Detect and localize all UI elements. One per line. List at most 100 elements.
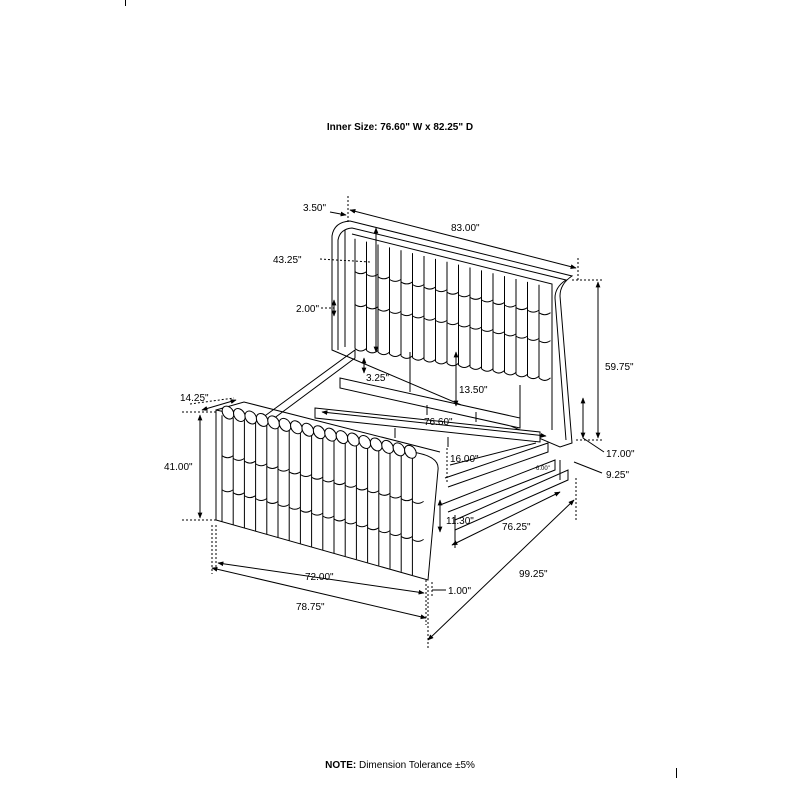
headboard-channel-bottom xyxy=(389,353,402,357)
headboard-seam xyxy=(492,302,505,305)
headboard-channel-bottom xyxy=(492,370,505,374)
footboard-seam xyxy=(400,498,413,502)
headboard-seam xyxy=(481,299,494,303)
dim-headboard-lower-gap: 2.00" xyxy=(296,304,319,315)
headboard-seam xyxy=(412,284,425,287)
dim-small-gap: 6.00" xyxy=(536,466,550,472)
footboard-cushion-top xyxy=(392,442,406,457)
footboard-seam xyxy=(344,521,357,525)
crop-mark-top xyxy=(125,0,126,6)
headboard-seam xyxy=(504,304,517,308)
headboard-seam xyxy=(389,278,402,282)
footboard-seam xyxy=(221,489,234,493)
dim-footboard-width: 78.75" xyxy=(296,602,325,613)
headboard-seam xyxy=(400,281,413,285)
headboard-seam xyxy=(469,296,482,300)
headboard-seam xyxy=(423,286,436,290)
dim-clearance-17: 17.00" xyxy=(606,449,635,460)
footboard-cushion-top xyxy=(278,417,292,432)
dim-headboard-depth: 3.50" xyxy=(303,203,326,214)
headboard-seam xyxy=(435,319,448,323)
footboard-cushion-top xyxy=(301,422,315,437)
footboard-cushion-top xyxy=(290,420,303,435)
crop-mark-bottom xyxy=(676,768,677,778)
footboard-seam xyxy=(244,460,256,464)
headboard-seam xyxy=(389,310,402,314)
headboard-seam xyxy=(446,322,459,326)
footboard-seam xyxy=(333,482,346,486)
footboard-seam xyxy=(288,506,301,510)
headboard-channel-bottom xyxy=(354,348,367,352)
footboard-cushion-top xyxy=(381,439,394,454)
footboard-seam xyxy=(322,515,335,519)
footboard-cushion-top xyxy=(267,415,280,430)
headboard-seam xyxy=(423,317,436,321)
dim-center-support: 16.00" xyxy=(450,454,479,465)
headboard-channel-bottom xyxy=(538,377,551,381)
headboard-channel-bottom xyxy=(458,364,471,369)
dim-clearance-9: 9.25" xyxy=(606,470,629,481)
footboard-seam xyxy=(389,533,402,537)
headboard-channel-bottom xyxy=(412,357,425,361)
headboard-seam xyxy=(469,326,482,330)
footboard-seam xyxy=(221,455,234,459)
dim-overall-width: 83.00" xyxy=(451,223,480,234)
dimension-lines xyxy=(182,196,605,648)
footboard-seam xyxy=(322,479,335,483)
footboard-seam xyxy=(311,476,324,480)
dim-footboard-height: 41.00" xyxy=(164,462,193,473)
headboard-seam xyxy=(515,307,528,311)
footboard-seam xyxy=(378,492,391,496)
footboard-seam xyxy=(412,500,424,504)
headboard-seam xyxy=(538,340,551,344)
footboard-seam xyxy=(367,490,380,494)
dim-footboard-inner-width: 72.00" xyxy=(305,572,334,583)
headboard-seam xyxy=(458,294,471,298)
headboard-channel-bottom xyxy=(527,375,540,380)
note-text: Dimension Tolerance ±5% xyxy=(356,760,475,771)
footboard-seam xyxy=(356,487,368,491)
headboard-channel-bottom xyxy=(481,368,494,372)
headboard-seam xyxy=(377,276,390,280)
headboard-channel-bottom xyxy=(400,355,413,359)
note-label: NOTE: xyxy=(325,760,357,771)
headboard-channel-bottom xyxy=(423,359,436,363)
headboard-channel-bottom xyxy=(504,372,517,376)
headboard-channel-bottom xyxy=(469,366,482,370)
footboard-seam xyxy=(400,536,413,539)
footboard-seam xyxy=(333,518,346,522)
footboard-seam xyxy=(266,466,279,469)
footboard-seam xyxy=(232,492,245,496)
dim-headboard-height: 59.75" xyxy=(605,362,634,373)
inner-size-title: Inner Size: 76.60" W x 82.25" D xyxy=(326,122,474,133)
headboard-seam xyxy=(377,308,390,312)
footboard-seam xyxy=(232,457,245,461)
footboard-seam xyxy=(378,530,391,534)
headboard-seam xyxy=(504,333,517,337)
footboard-seam xyxy=(367,527,380,531)
footboard-seam xyxy=(412,538,424,542)
headboard-seam xyxy=(446,291,459,295)
footboard-seam xyxy=(288,471,301,475)
dim-inner-width: 76.60" xyxy=(424,417,453,428)
headboard-seam xyxy=(354,304,367,308)
headboard-channel-bottom xyxy=(515,373,528,378)
footboard-seam xyxy=(277,468,290,472)
footboard-seam xyxy=(300,509,312,513)
headboard-seam xyxy=(527,309,540,313)
headboard-seam xyxy=(354,271,367,275)
footboard-seam xyxy=(389,495,402,499)
footboard-seam xyxy=(255,498,268,502)
headboard-seam xyxy=(400,313,413,317)
headboard-channel-tufting xyxy=(354,238,551,381)
dim-slat-clearance: 13.50" xyxy=(459,385,488,396)
headboard-channel-bottom xyxy=(435,360,448,365)
footboard-seam xyxy=(244,495,256,499)
footboard-seam xyxy=(344,484,357,488)
headboard-seam xyxy=(515,335,528,339)
dim-overall-length: 99.25" xyxy=(519,569,548,580)
footboard-cushion-top xyxy=(404,444,417,459)
headboard-seam xyxy=(538,312,551,316)
headboard-seam xyxy=(435,289,448,293)
